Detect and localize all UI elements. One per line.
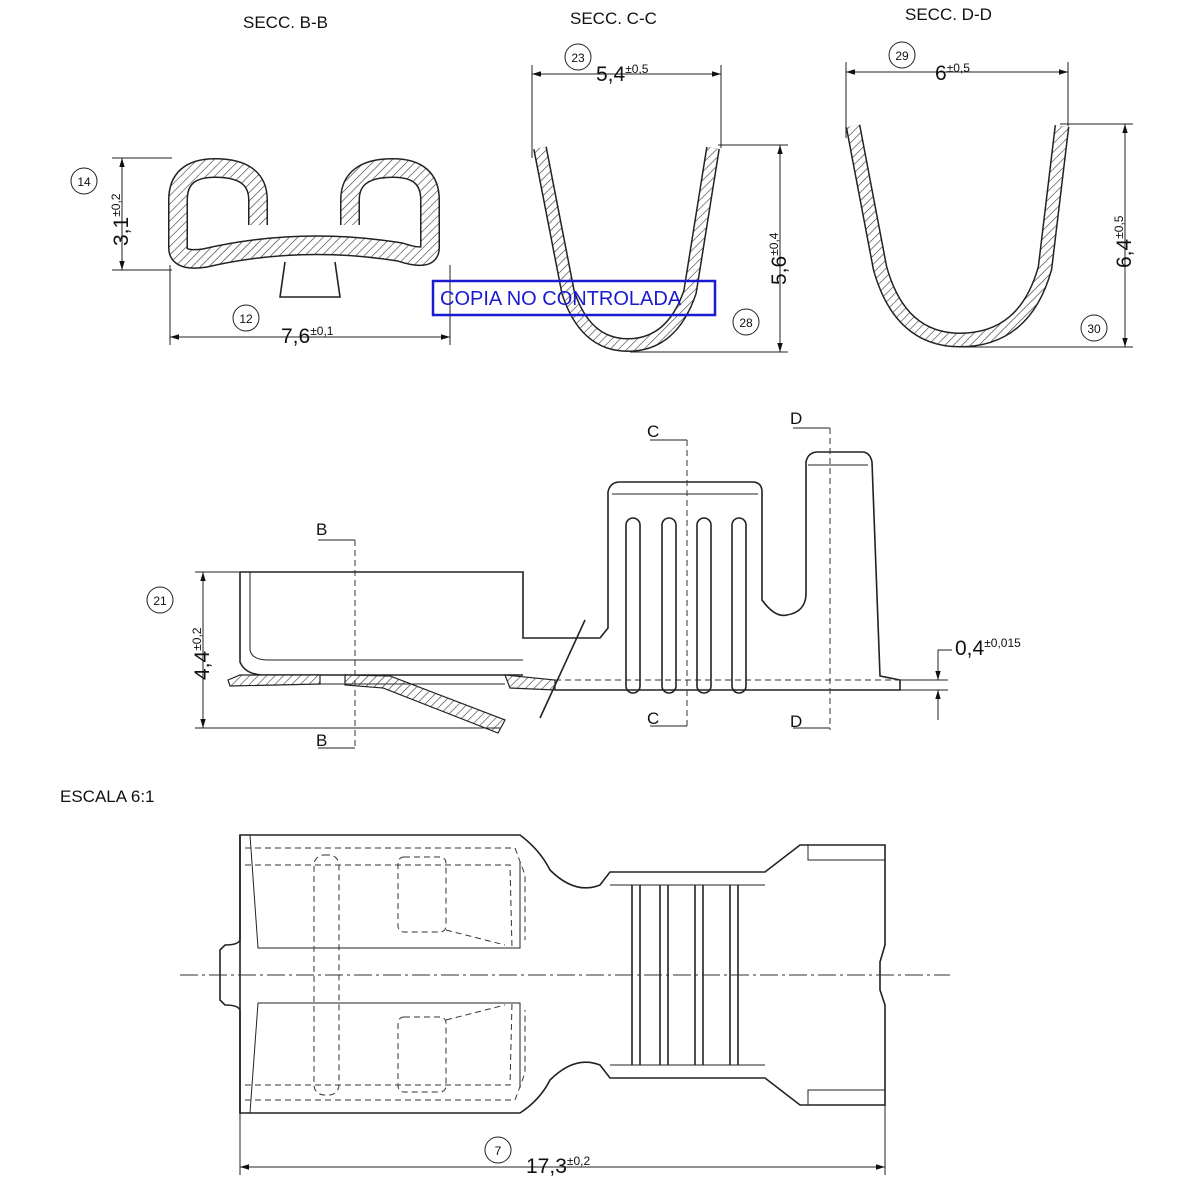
section-c-c: SECC. C-C 5,4±0,5 23 5,6±0,4 28 — [531, 9, 791, 353]
dim-height-c-c: 5,6±0,4 — [767, 232, 791, 285]
dim-width-c-c: 5,4±0,5 — [596, 62, 649, 86]
uncontrolled-copy-stamp: COPIA NO CONTROLADA — [431, 279, 717, 317]
balloon-21 — [146, 586, 174, 614]
dim-width-d-d: 6±0,5 — [935, 61, 970, 85]
balloon-29-label: 29 — [895, 49, 909, 63]
cut-c-top: C — [647, 422, 659, 441]
top-view: 17,3±0,2 7 — [180, 834, 950, 1178]
balloon-23-label: 23 — [571, 51, 585, 65]
balloon-14-label: 14 — [77, 175, 91, 189]
ribs — [625, 517, 747, 694]
balloon-21-label: 21 — [153, 594, 167, 608]
dim-width-b-b: 7,6±0,1 — [281, 324, 334, 348]
balloon-29 — [888, 41, 916, 69]
dim-height-b-b: 3,1±0,2 — [109, 193, 133, 246]
section-d-d: SECC. D-D 6±0,5 29 6,4±0,5 30 — [845, 5, 1136, 348]
balloon-7 — [484, 1136, 512, 1164]
section-d-d-title: SECC. D-D — [905, 5, 992, 24]
cut-b-bottom: B — [316, 731, 327, 750]
scale-label: ESCALA 6:1 — [60, 787, 155, 806]
cut-d-bottom: D — [790, 712, 802, 731]
dim-thickness: 0,4±0,015 — [955, 636, 1021, 660]
section-c-c-title: SECC. C-C — [570, 9, 657, 28]
balloon-12 — [232, 304, 260, 332]
cut-c-bottom: C — [647, 709, 659, 728]
cut-b-top: B — [316, 520, 327, 539]
balloon-30-label: 30 — [1087, 322, 1101, 336]
dim-length: 17,3±0,2 — [526, 1154, 590, 1178]
dim-height-side: 4,4±0,2 — [190, 627, 214, 680]
side-view: B B C C D D 4,4±0,2 21 0,4±0,015 — [146, 409, 1021, 750]
balloon-28-label: 28 — [739, 316, 753, 330]
section-b-b-title: SECC. B-B — [243, 13, 328, 32]
balloon-12-label: 12 — [239, 312, 253, 326]
balloon-7-label: 7 — [495, 1144, 502, 1158]
cut-d-top: D — [790, 409, 802, 428]
balloon-14 — [70, 167, 98, 195]
section-b-b: SECC. B-B 3,1±0,2 14 7,6±0,1 12 — [70, 13, 451, 348]
section-b-b-profile — [168, 158, 440, 298]
stamp-text: COPIA NO CONTROLADA — [440, 288, 682, 310]
balloon-23 — [564, 43, 592, 71]
dim-height-d-d: 6,4±0,5 — [1112, 215, 1136, 268]
balloon-30 — [1080, 314, 1108, 342]
balloon-28 — [732, 308, 760, 336]
